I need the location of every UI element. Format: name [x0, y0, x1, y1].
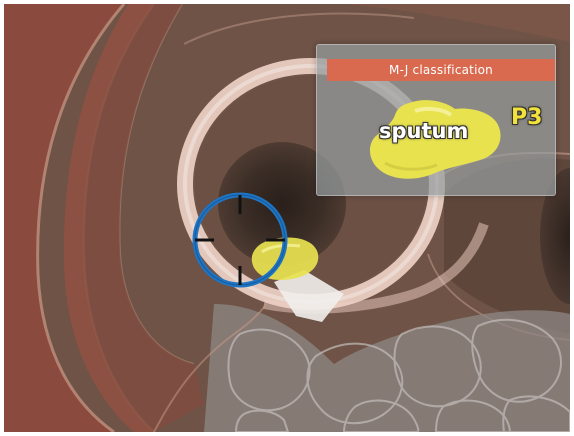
grade-label: P3 — [511, 105, 542, 130]
classification-panel: M-J classification sputum P3 — [316, 44, 556, 196]
panel-title: M-J classification — [327, 59, 555, 81]
bronchoscopy-illustration: M-J classification sputum P3 — [4, 4, 570, 432]
sputum-label: sputum — [379, 119, 468, 143]
